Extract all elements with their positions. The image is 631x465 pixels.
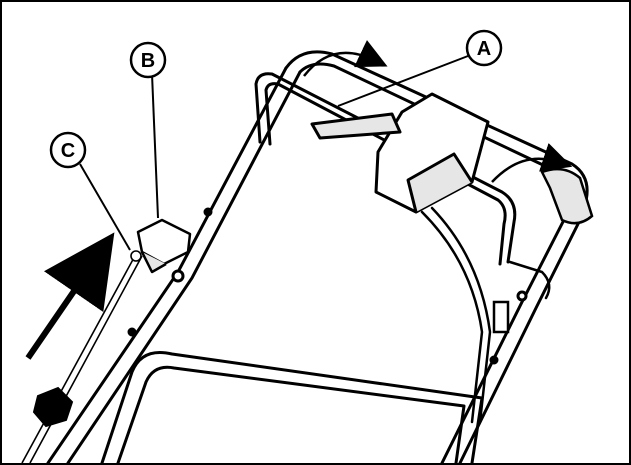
rotate-arrow-right <box>491 143 573 183</box>
starter-rope <box>21 250 143 463</box>
callout-c: C <box>49 131 87 169</box>
right-handle-rail <box>440 210 584 463</box>
lower-handle-frame <box>100 351 484 463</box>
control-box <box>310 92 490 214</box>
callout-a-label: A <box>477 38 491 60</box>
callout-a: A <box>465 29 503 67</box>
cable-clip <box>136 218 192 274</box>
callout-b-label: B <box>141 50 155 72</box>
callout-b: B <box>129 41 167 79</box>
adjustment-knob <box>32 386 74 428</box>
left-handle-rail <box>46 66 302 463</box>
rotate-arrow-left <box>303 40 388 77</box>
callout-leaders <box>79 55 469 251</box>
callout-c-label: C <box>61 140 75 162</box>
pull-direction-arrow <box>25 232 115 360</box>
control-cable <box>420 206 551 424</box>
